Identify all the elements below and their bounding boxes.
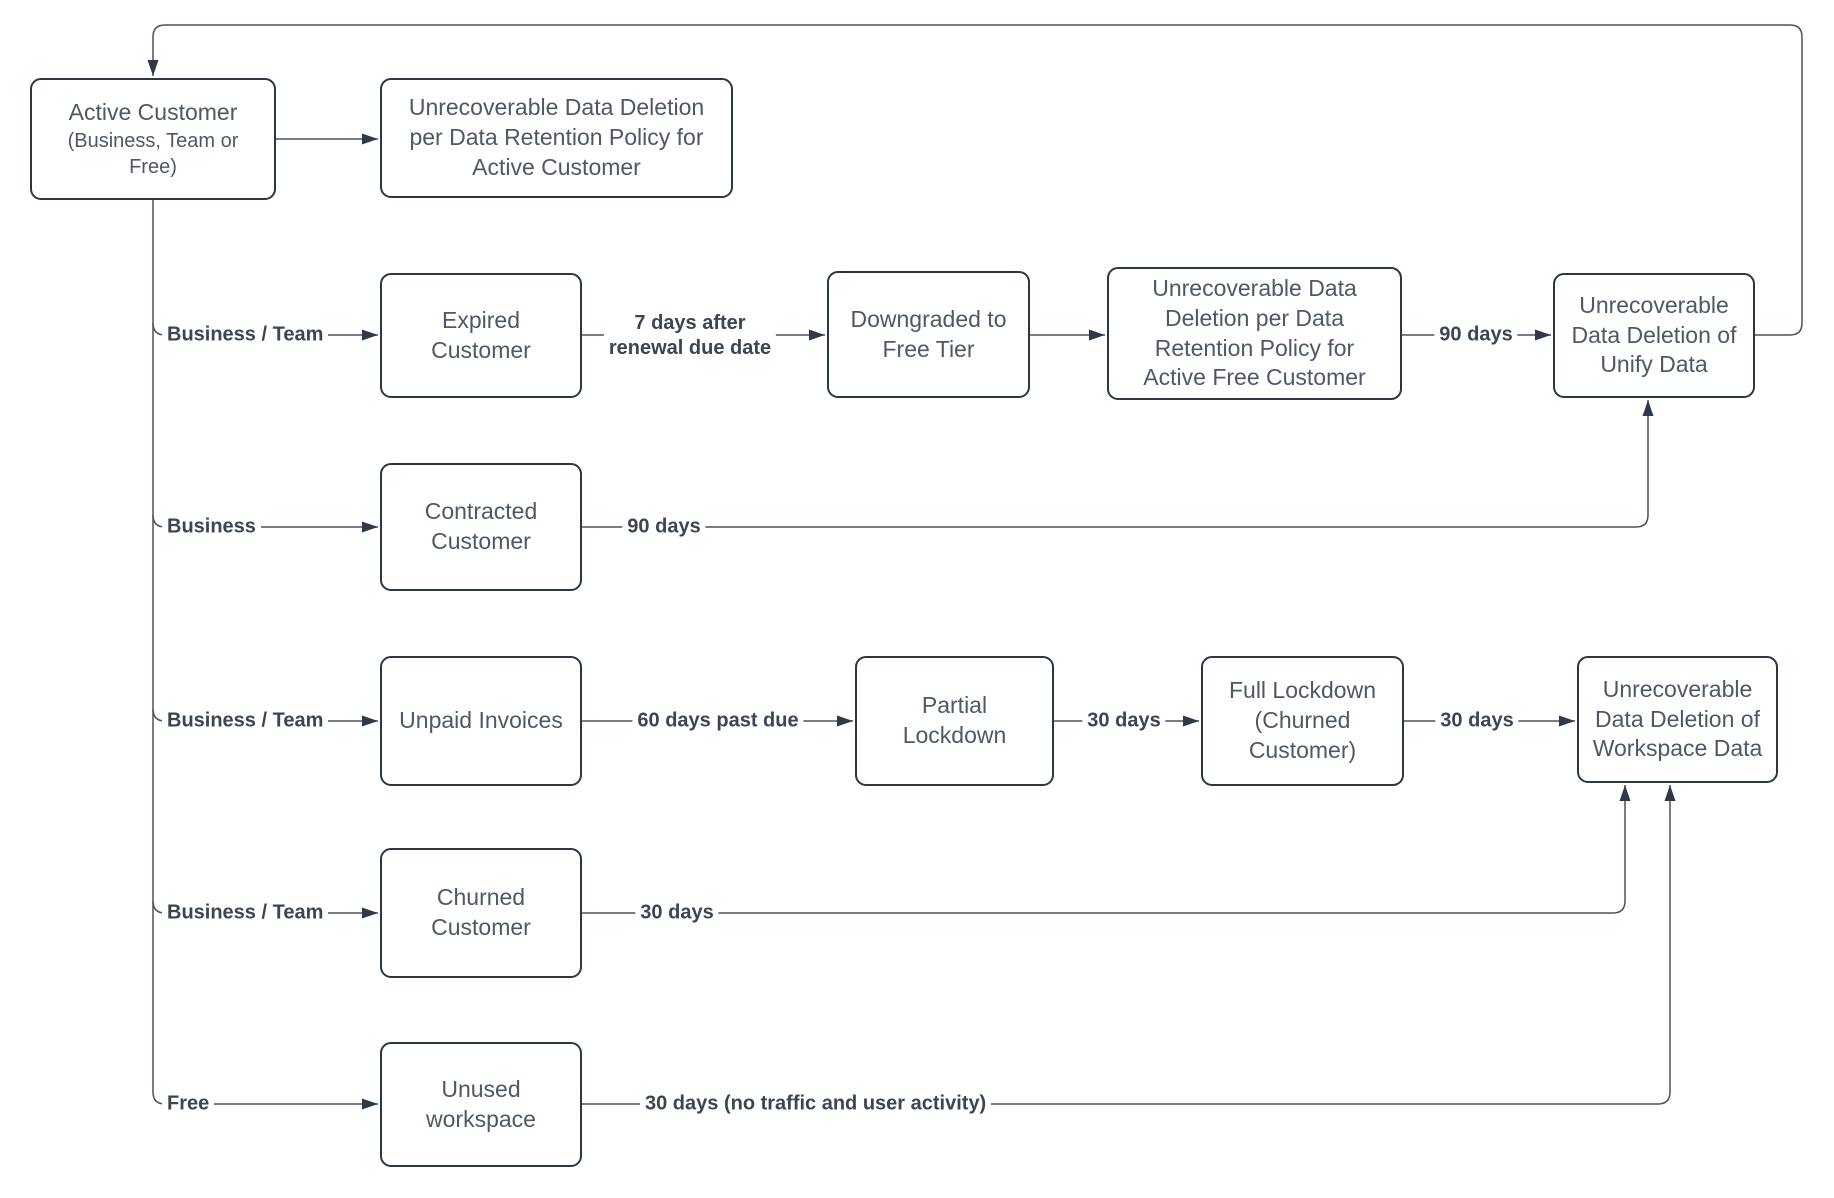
node-active-deletion: Unrecoverable Data Deletion per Data Ret… — [380, 78, 733, 198]
node-label: Unrecoverable Data Deletion per Data Ret… — [408, 94, 705, 180]
branch-label-business-team-expired: Business / Team — [162, 322, 329, 348]
node-label: Unrecoverable Data Deletion of Unify Dat… — [1571, 291, 1737, 378]
edge-label-90-days-free-to-unify: 90 days — [1434, 322, 1518, 348]
node-label: Churned Customer — [431, 884, 531, 940]
edge-label-30-days-no-traffic: 30 days (no traffic and user activity) — [640, 1091, 992, 1117]
node-unused-workspace: Unused workspace — [380, 1042, 582, 1167]
branch-label-business-contracted: Business — [162, 514, 261, 540]
node-active-customer: Active Customer (Business, Team or Free) — [30, 78, 276, 200]
node-full-lockdown: Full Lockdown (Churned Customer) — [1201, 656, 1404, 786]
branch-label-business-team-unpaid: Business / Team — [162, 708, 329, 734]
node-label: Contracted Customer — [424, 498, 538, 554]
node-label: Partial Lockdown — [902, 692, 1007, 748]
node-label: Downgraded to Free Tier — [850, 305, 1007, 362]
edge-label-7-days-after-renewal: 7 days after renewal due date — [603, 311, 777, 361]
node-label: Full Lockdown (Churned Customer) — [1228, 677, 1377, 763]
edge-label-30-days-partial-to-full: 30 days — [1082, 708, 1166, 734]
edge-label-90-days-contracted: 90 days — [622, 514, 706, 540]
node-label: Unused workspace — [426, 1075, 536, 1132]
node-contracted-customer: Contracted Customer — [380, 463, 582, 591]
node-unpaid-invoices: Unpaid Invoices — [380, 656, 582, 786]
node-sublabel: (Business, Team or Free) — [67, 129, 239, 178]
node-workspace-data-deletion: Unrecoverable Data Deletion of Workspace… — [1577, 656, 1778, 783]
branch-label-free-unused: Free — [162, 1091, 215, 1117]
node-label: Unpaid Invoices — [399, 707, 563, 734]
node-label: Unrecoverable Data Deletion per Data Ret… — [1143, 274, 1366, 391]
node-downgraded-free-tier: Downgraded to Free Tier — [827, 271, 1030, 398]
node-partial-lockdown: Partial Lockdown — [855, 656, 1054, 786]
branch-label-business-team-churned: Business / Team — [162, 900, 329, 926]
node-label: Expired Customer — [431, 306, 531, 363]
node-free-customer-deletion: Unrecoverable Data Deletion per Data Ret… — [1107, 267, 1402, 400]
node-expired-customer: Expired Customer — [380, 273, 582, 398]
node-churned-customer: Churned Customer — [380, 848, 582, 978]
node-label: Active Customer — [68, 99, 238, 126]
edge-label-60-days-past-due: 60 days past due — [632, 708, 804, 734]
node-unify-data-deletion: Unrecoverable Data Deletion of Unify Dat… — [1553, 273, 1755, 398]
edge-label-30-days-full-to-workspace: 30 days — [1435, 708, 1519, 734]
node-label: Unrecoverable Data Deletion of Workspace… — [1592, 675, 1763, 762]
edge-label-30-days-churned: 30 days — [635, 900, 719, 926]
